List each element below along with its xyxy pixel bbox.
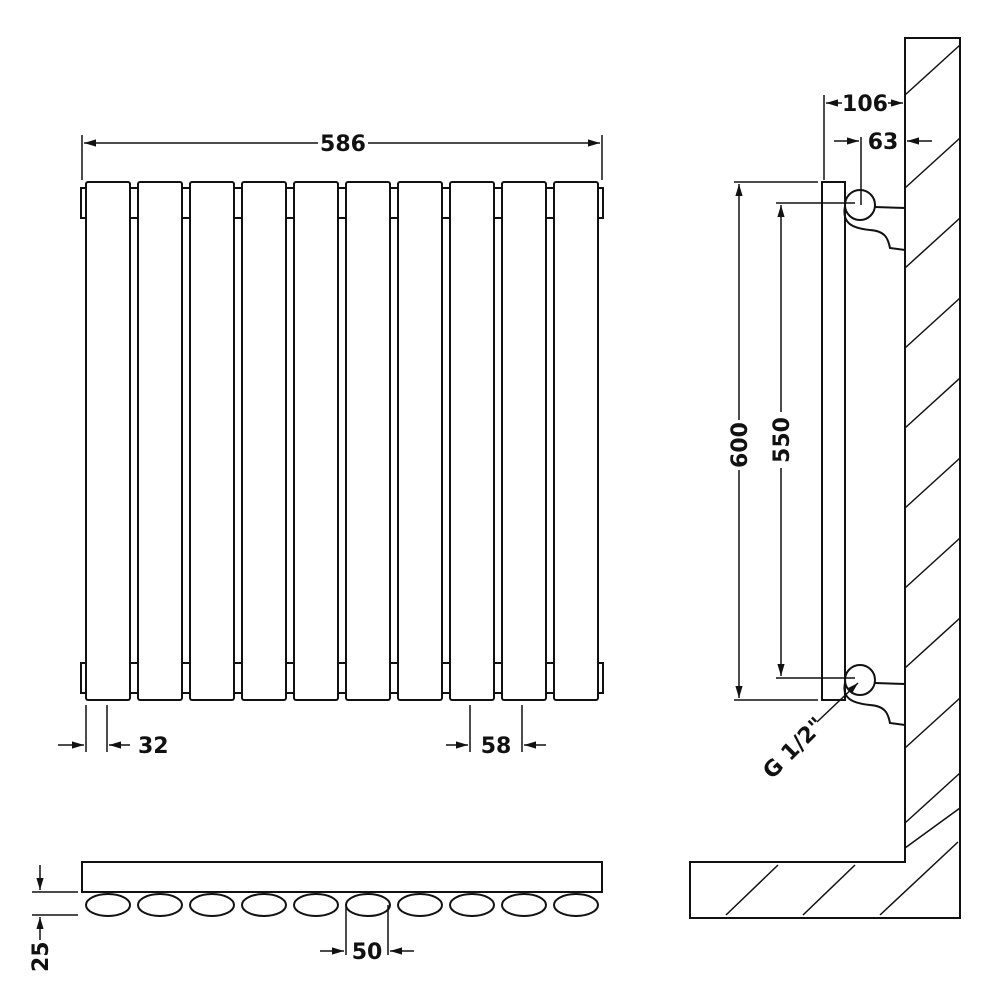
radiator-panel xyxy=(293,181,339,701)
tube-section xyxy=(137,893,183,917)
pipe-offset-label: 63 xyxy=(868,130,899,155)
radiator-panel xyxy=(397,181,443,701)
width-label: 586 xyxy=(320,132,366,157)
header-connector xyxy=(181,187,191,219)
connection-leader: G 1/2" xyxy=(759,682,859,784)
radiator-panel xyxy=(189,181,235,701)
panel-pitch-label: 58 xyxy=(481,734,512,759)
tube-section xyxy=(553,893,599,917)
front-view xyxy=(80,181,604,701)
header-connector xyxy=(233,187,243,219)
header-connector xyxy=(441,187,451,219)
header-connector xyxy=(233,662,243,694)
panel-width-label: 32 xyxy=(138,734,169,759)
radiator-panel xyxy=(85,181,131,701)
tube-pitch-dimension: 50 xyxy=(320,905,414,965)
wall-section xyxy=(689,37,961,919)
centres-label: 550 xyxy=(770,417,795,463)
centres-dimension: 550 xyxy=(770,202,855,679)
header-connector xyxy=(545,187,555,219)
header-connector xyxy=(545,662,555,694)
header-connector xyxy=(129,187,139,219)
tube-pitch-label: 50 xyxy=(352,940,383,965)
depth-dimension: 106 xyxy=(823,92,903,180)
panel-width-dimension: 32 xyxy=(58,705,169,759)
tube-section xyxy=(501,893,547,917)
front-width-dimension: 586 xyxy=(81,132,603,180)
header-connector xyxy=(285,662,295,694)
radiator-panel xyxy=(553,181,599,701)
top-bracket xyxy=(843,189,906,252)
header-connector xyxy=(493,187,503,219)
connection-label: G 1/2" xyxy=(759,713,830,784)
radiator-panel xyxy=(501,181,547,701)
header-connector xyxy=(337,187,347,219)
top-depth-label: 25 xyxy=(29,941,54,972)
bottom-bracket xyxy=(843,664,906,727)
header-connector xyxy=(389,662,399,694)
top-depth-dimension: 25 xyxy=(29,865,78,972)
header-connector xyxy=(441,662,451,694)
tube-section xyxy=(189,893,235,917)
pipe-offset-dimension: 63 xyxy=(834,130,932,205)
header-connector xyxy=(181,662,191,694)
tube-section xyxy=(85,893,131,917)
header-connector xyxy=(493,662,503,694)
radiator-panel xyxy=(241,181,287,701)
radiator-panel xyxy=(137,181,183,701)
depth-label: 106 xyxy=(842,92,888,117)
header-connector xyxy=(337,662,347,694)
tube-section xyxy=(241,893,287,917)
radiator-panel xyxy=(449,181,495,701)
header-connector xyxy=(389,187,399,219)
header-connector xyxy=(285,187,295,219)
radiator-panel xyxy=(345,181,391,701)
tube-section xyxy=(397,893,443,917)
height-label: 600 xyxy=(728,422,753,468)
top-view xyxy=(81,861,603,917)
tube-section xyxy=(293,893,339,917)
header-connector xyxy=(129,662,139,694)
radiator-side-profile xyxy=(821,181,846,701)
panel-pitch-dimension: 58 xyxy=(446,705,546,759)
height-dimension: 600 xyxy=(728,181,818,701)
tube-section xyxy=(345,893,391,917)
tube-section xyxy=(449,893,495,917)
